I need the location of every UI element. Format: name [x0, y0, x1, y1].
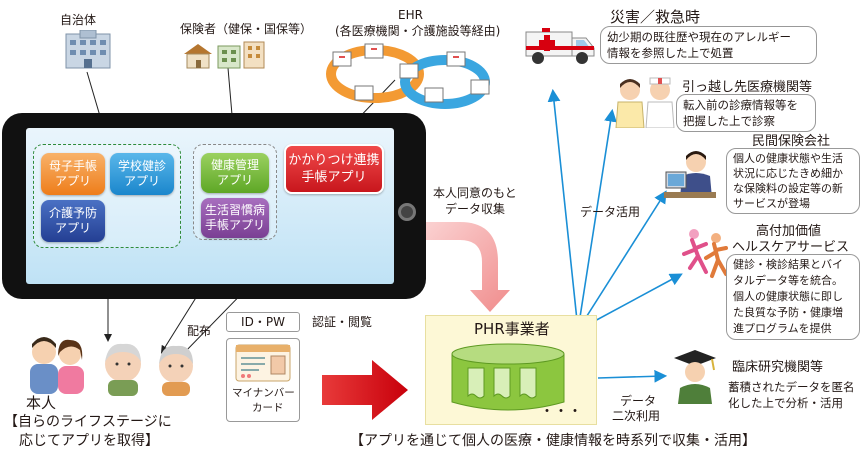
- app-maternal-handbook[interactable]: 母子手帳 アプリ: [41, 153, 105, 195]
- app-maternal-handbook-line1: 母子手帳: [48, 159, 97, 173]
- data-use-label: データ活用: [580, 205, 641, 219]
- phr-database-icon: [451, 343, 565, 411]
- arrow-clinical: [597, 369, 668, 383]
- destination-healthcare-title-line2: ヘルスケアサービス: [732, 240, 850, 255]
- phr-dots: ・・・: [540, 404, 582, 420]
- destination-healthcare-desc-line4: た良質な予防・健康増: [733, 306, 843, 319]
- destination-healthcare-desc-line1: 健診・検診結果とバイ: [733, 258, 843, 271]
- destination-clinical-title: 臨床研究機関等: [732, 360, 824, 375]
- destination-insurance-desc-line2: 状況に応じたきめ細か: [733, 167, 843, 180]
- app-family-doctor-link-line2: 手帳アプリ: [301, 170, 367, 185]
- mynumber-card-icon: [235, 344, 291, 382]
- ehr-network-icon: [326, 43, 490, 109]
- destination-insurance-title: 民間保険会社: [752, 134, 831, 149]
- app-care-prevention-line2: アプリ: [54, 221, 91, 235]
- graduate-icon: [674, 350, 716, 404]
- consent-label-line1: 本人同意のもと: [433, 186, 517, 200]
- arrow-insurance: [577, 190, 667, 331]
- mynumber-label-line2: カード: [252, 402, 284, 414]
- person-caption-line1: 【自らのライフステージに: [4, 414, 172, 430]
- app-school-checkup[interactable]: 学校健診 アプリ: [110, 153, 174, 195]
- destination-relocation-desc-line2: 把握した上で診察: [683, 114, 775, 128]
- person-caption-line2: 応じてアプリを取得】: [19, 433, 159, 449]
- destination-insurance-desc-line1: 個人の健康状態や生活: [733, 152, 843, 165]
- destination-healthcare-desc-line5: 進プログラムを提供: [733, 322, 832, 335]
- app-lifestyle-disease-line1: 生活習慣病: [204, 203, 265, 217]
- mynumber-label-line1: マイナンバー: [232, 387, 295, 399]
- app-care-prevention[interactable]: 介護予防 アプリ: [41, 200, 105, 242]
- arrow-relocation: [577, 108, 617, 331]
- destination-relocation-desc-line1: 転入前の診療情報等を: [683, 98, 798, 112]
- app-health-management[interactable]: 健康管理 アプリ: [201, 153, 269, 193]
- app-care-prevention-line1: 介護予防: [48, 206, 97, 220]
- destination-insurance-desc: 個人の健康状態や生活 状況に応じたきめ細か な保険料の設定等の新 サービスが登場: [726, 148, 860, 214]
- destination-healthcare-desc-line2: タルデータ等を統合。: [733, 274, 843, 287]
- municipality-label: 自治体: [60, 13, 97, 27]
- app-family-doctor-link-line1: かかりつけ連携: [288, 153, 380, 168]
- destination-insurance-desc-line3: な保険料の設定等の新: [733, 182, 843, 195]
- destination-healthcare-title-line1: 高付加価値: [756, 224, 822, 239]
- person-label: 本人: [26, 394, 57, 412]
- app-lifestyle-disease[interactable]: 生活習慣病 手帳アプリ: [201, 198, 269, 238]
- tablet-home-button[interactable]: [398, 203, 416, 221]
- destination-healthcare-desc-line3: 個人の健康状態に即し: [733, 290, 843, 303]
- consent-arrow: [422, 222, 510, 312]
- id-pw-box: ID・PW: [226, 312, 300, 332]
- destination-healthcare-desc: 健診・検診結果とバイ タルデータ等を統合。 個人の健康状態に即し た良質な予防・…: [726, 254, 860, 340]
- app-health-management-line2: アプリ: [216, 173, 253, 187]
- destination-relocation-title: 引っ越し先医療機関等: [682, 80, 813, 95]
- destination-insurance-desc-line4: サービスが登場: [733, 197, 810, 210]
- insurer-label: 保険者（健保・国保等）: [180, 22, 313, 36]
- ambulance-icon: [525, 28, 595, 64]
- ehr-subtitle: (各医療機関・介護施設等経由): [335, 24, 501, 38]
- destination-clinical-desc-line1: 蓄積されたデータを匿名: [728, 380, 855, 394]
- destination-clinical-desc-line2: 化した上で分析・活用: [728, 396, 843, 410]
- arrow-disaster: [547, 88, 579, 331]
- doctor-nurse-icon: [615, 77, 675, 128]
- destination-disaster-title: 災害／救急時: [610, 8, 701, 26]
- big-red-arrow: [322, 360, 408, 420]
- app-school-checkup-line2: アプリ: [123, 174, 160, 188]
- ehr-title: EHR: [398, 8, 423, 22]
- municipality-building-icon: [65, 30, 111, 69]
- secondary-use-line2: 二次利用: [612, 409, 661, 423]
- destination-disaster-desc-line2: 情報を参照した上で処置: [607, 46, 734, 60]
- destination-disaster-desc-line1: 幼少期の既往歴や現在のアレルギー: [607, 30, 791, 44]
- phr-label: PHR事業者: [474, 320, 550, 338]
- distribution-label: 配布: [187, 324, 212, 338]
- app-lifestyle-disease-line2: 手帳アプリ: [204, 218, 265, 232]
- bottom-caption: 【アプリを通じて個人の医療・健康情報を時系列で収集・活用】: [350, 433, 756, 449]
- runners-icon: [682, 229, 728, 278]
- destination-relocation-desc: 転入前の診療情報等を 把握した上で診察: [676, 94, 816, 132]
- insurer-buildings-icon: [184, 41, 265, 69]
- auth-label: 認証・閲覧: [312, 315, 373, 329]
- app-health-management-line1: 健康管理: [210, 158, 259, 172]
- app-school-checkup-line1: 学校健診: [117, 159, 166, 173]
- office-worker-icon: [664, 151, 716, 198]
- app-family-doctor-link[interactable]: かかりつけ連携 手帳アプリ: [284, 144, 384, 194]
- family-people-icon: [30, 337, 193, 396]
- app-maternal-handbook-line2: アプリ: [54, 174, 91, 188]
- consent-label-line2: データ収集: [445, 202, 506, 216]
- destination-disaster-desc: 幼少期の既往歴や現在のアレルギー 情報を参照した上で処置: [600, 26, 817, 64]
- secondary-use-line1: データ: [620, 394, 657, 408]
